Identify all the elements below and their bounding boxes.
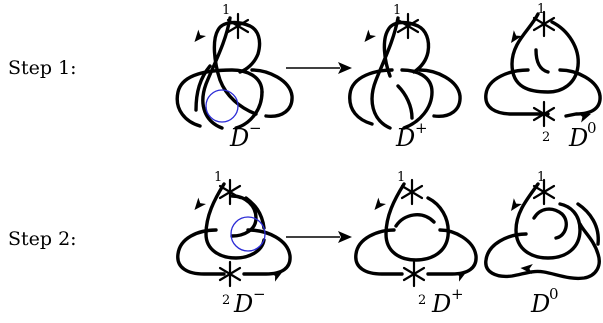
row1-diagram-d-plus: 1 D + bbox=[348, 3, 462, 152]
basepoint-2-marker bbox=[402, 260, 426, 288]
basepoint-1-marker bbox=[532, 10, 556, 38]
basepoint-1-index: 1 bbox=[393, 3, 401, 18]
diagram-symbol: D bbox=[233, 290, 253, 318]
diagram-symbol: D bbox=[530, 290, 550, 318]
basepoint-1-marker bbox=[218, 178, 242, 206]
diagram-symbol: D bbox=[395, 124, 415, 152]
basepoint-1-marker bbox=[226, 12, 250, 40]
basepoint-2-marker bbox=[218, 260, 242, 288]
step-2-label: Step 2: bbox=[8, 228, 77, 250]
crossing-highlight-circle bbox=[205, 89, 239, 123]
basepoint-1-index: 1 bbox=[397, 170, 405, 185]
diagram-sign: + bbox=[451, 285, 464, 303]
step-1-label: Step 1: bbox=[8, 57, 77, 79]
basepoint-1-index: 1 bbox=[214, 170, 222, 185]
diagram-sign: 0 bbox=[587, 119, 597, 137]
diagram-sign: 0 bbox=[549, 285, 559, 303]
basepoint-1-index: 1 bbox=[222, 3, 230, 18]
direction-arrowhead bbox=[370, 197, 386, 214]
basepoint-1-marker bbox=[532, 178, 556, 206]
basepoint-2-index: 2 bbox=[222, 293, 230, 308]
knot-strands bbox=[484, 12, 602, 118]
diagram-symbol: D bbox=[229, 124, 249, 152]
row2-diagram-d-minus: 1 2 D − bbox=[176, 170, 292, 318]
basepoint-2-index: 2 bbox=[542, 130, 550, 145]
basepoint-1-index: 1 bbox=[537, 2, 545, 17]
diagram-sign: − bbox=[249, 119, 262, 137]
diagram-symbol: D bbox=[431, 290, 451, 318]
row2-transition-arrow bbox=[286, 231, 352, 243]
row2-diagram-d-zero: 1 D 0 bbox=[484, 170, 601, 318]
knot-strands bbox=[348, 16, 462, 130]
diagram-symbol: D bbox=[568, 124, 588, 152]
knot-strands bbox=[354, 182, 478, 276]
direction-arrowhead bbox=[190, 197, 206, 214]
direction-arrowhead bbox=[360, 29, 376, 46]
direction-arrowhead bbox=[190, 29, 206, 46]
basepoint-1-marker bbox=[400, 178, 424, 206]
knot-strands bbox=[175, 16, 294, 130]
crossing-highlight-circle bbox=[230, 216, 266, 252]
knot-strands bbox=[176, 182, 292, 276]
knot-strands bbox=[484, 182, 601, 281]
row2-diagram-d-plus: 1 2 D + bbox=[354, 170, 478, 318]
diagram-sign: − bbox=[253, 285, 266, 303]
diagram-sign: + bbox=[415, 119, 428, 137]
basepoint-1-index: 1 bbox=[537, 170, 545, 185]
row1-transition-arrow bbox=[286, 62, 352, 74]
basepoint-2-index: 2 bbox=[418, 293, 426, 308]
row1-diagram-d-zero: 1 2 D 0 bbox=[484, 2, 602, 152]
basepoint-2-marker bbox=[532, 100, 556, 128]
basepoint-1-marker bbox=[396, 12, 420, 40]
row1-diagram-d-minus: 1 D − bbox=[175, 3, 294, 152]
